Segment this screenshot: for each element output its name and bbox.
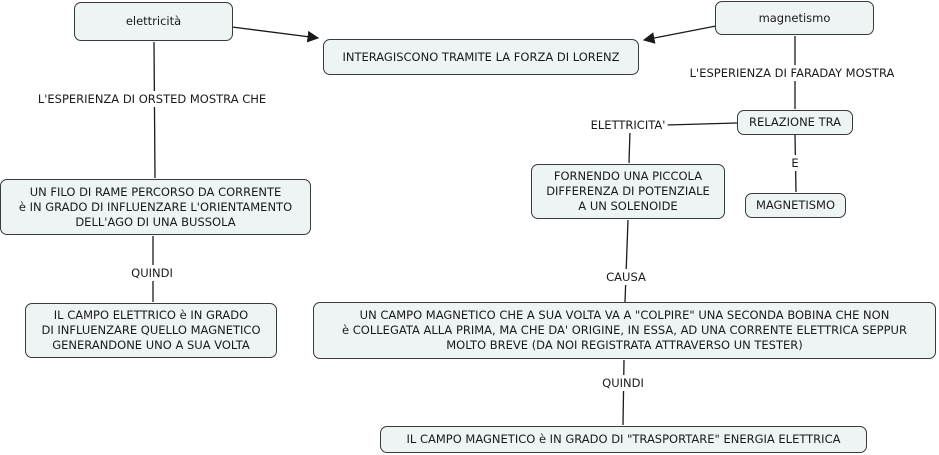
link-elettricita-orsted xyxy=(153,41,156,179)
label-faraday: L'ESPERIENZA DI FARADAY MOSTRA xyxy=(687,65,897,81)
label-causa: CAUSA xyxy=(604,269,648,285)
arrow-elettricita-to-lorenz xyxy=(231,26,320,43)
node-solenoide[interactable]: FORNENDO UNA PICCOLA DIFFERENZA DI POTEN… xyxy=(531,164,725,219)
label-e: E xyxy=(789,155,801,171)
node-filo-rame[interactable]: UN FILO DI RAME PERCORSO DA CORRENTE è I… xyxy=(0,179,311,235)
link-elettricita-solenoide xyxy=(628,129,631,164)
node-trasportare[interactable]: IL CAMPO MAGNETICO è IN GRADO DI "TRASPO… xyxy=(380,426,867,453)
node-campo-elettrico[interactable]: IL CAMPO ELETTRICO è IN GRADO DI INFLUEN… xyxy=(25,303,277,358)
node-magnetismo[interactable]: magnetismo xyxy=(715,1,874,35)
node-forza-lorenz[interactable]: INTERAGISCONO TRAMITE LA FORZA DI LORENZ xyxy=(323,39,639,75)
node-campo-magnetico[interactable]: UN CAMPO MAGNETICO CHE A SUA VOLTA VA A … xyxy=(313,302,936,359)
label-quindi-left: QUINDI xyxy=(129,265,175,281)
link-campo-magnetico-trasportare xyxy=(622,359,625,426)
arrow-magnetismo-to-lorenz xyxy=(642,25,717,44)
link-solenoide-campo-magnetico xyxy=(624,219,629,303)
label-orsted: L'ESPERIENZA DI ORSTED MOSTRA CHE xyxy=(35,91,269,107)
node-magnetismo-caps[interactable]: MAGNETISMO xyxy=(745,193,846,218)
label-elettricita-apos: ELETTRICITA' xyxy=(588,117,668,133)
node-relazione-tra[interactable]: RELAZIONE TRA xyxy=(737,110,853,135)
node-elettricita[interactable]: elettricità xyxy=(74,2,233,41)
label-quindi-right: QUINDI xyxy=(600,375,646,391)
